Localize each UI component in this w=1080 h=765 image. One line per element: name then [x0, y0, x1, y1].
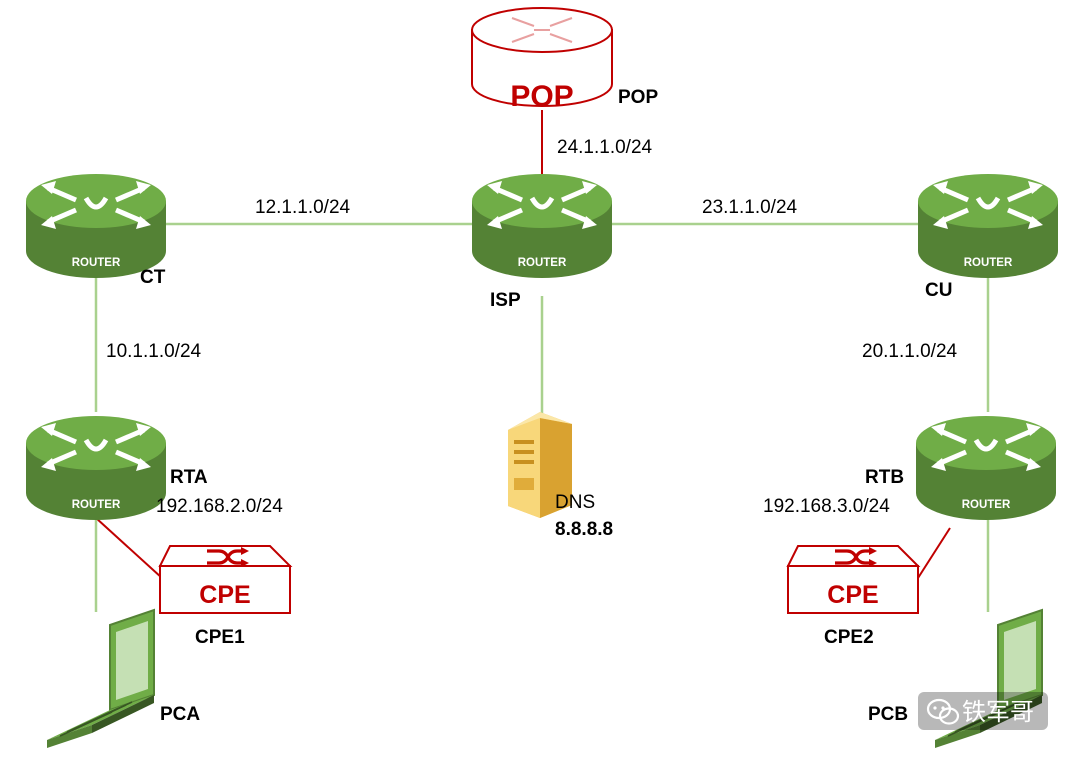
pop-icon-text: POP	[510, 80, 573, 113]
link-rta-cpe1	[95, 517, 163, 579]
pop-router[interactable]: POP	[471, 7, 613, 113]
net-cu-rtb: 20.1.1.0/24	[862, 341, 958, 362]
router-isp-icon-text: ROUTER	[518, 257, 567, 269]
router-rtb-icon-text: ROUTER	[962, 499, 1011, 511]
router-rta-label: RTA	[170, 467, 208, 488]
cpe1-device[interactable]: CPE	[158, 544, 292, 615]
router-isp[interactable]: ROUTER	[472, 174, 612, 278]
cpe1-icon-text: CPE	[199, 581, 250, 609]
net-isp-cu: 23.1.1.0/24	[702, 197, 798, 218]
pop-label: POP	[618, 87, 658, 108]
cpe2-label: CPE2	[824, 627, 874, 648]
router-ct[interactable]: ROUTER	[26, 174, 166, 278]
watermark-text: 铁军哥	[962, 698, 1034, 726]
cpe2-icon-text: CPE	[827, 581, 878, 609]
router-cu-label: CU	[925, 280, 952, 301]
net-rtb-lan: 192.168.3.0/24	[763, 496, 890, 517]
pca-label: PCA	[160, 704, 200, 725]
router-isp-label: ISP	[490, 290, 521, 311]
link-rtb-cpe2	[917, 527, 951, 579]
router-rtb-label: RTB	[865, 467, 904, 488]
net-isp-pop: 24.1.1.0/24	[557, 137, 653, 158]
pop-arrows-icon	[511, 17, 573, 43]
links	[94, 110, 990, 612]
pca-laptop[interactable]	[46, 609, 155, 749]
cpe2-device[interactable]: CPE	[786, 544, 920, 615]
dns-ip: 8.8.8.8	[555, 519, 613, 540]
router-rta-icon-text: ROUTER	[72, 499, 121, 511]
wechat-icon	[926, 698, 960, 725]
net-ct-isp: 12.1.1.0/24	[255, 197, 351, 218]
laptop-icon	[46, 609, 155, 749]
router-ct-icon-text: ROUTER	[72, 257, 121, 269]
dns-server[interactable]	[508, 412, 572, 518]
router-rta[interactable]: ROUTER	[26, 416, 166, 520]
dns-label: DNS	[555, 492, 595, 513]
watermark: 铁军哥	[918, 692, 1048, 730]
router-cu[interactable]: ROUTER	[918, 174, 1058, 278]
router-cu-icon-text: ROUTER	[964, 257, 1013, 269]
router-rtb[interactable]: ROUTER	[916, 416, 1056, 520]
router-ct-label: CT	[140, 267, 166, 288]
net-ct-rta: 10.1.1.0/24	[106, 341, 202, 362]
net-rta-lan: 192.168.2.0/24	[156, 496, 283, 517]
cpe1-label: CPE1	[195, 627, 245, 648]
pcb-label: PCB	[868, 704, 908, 725]
